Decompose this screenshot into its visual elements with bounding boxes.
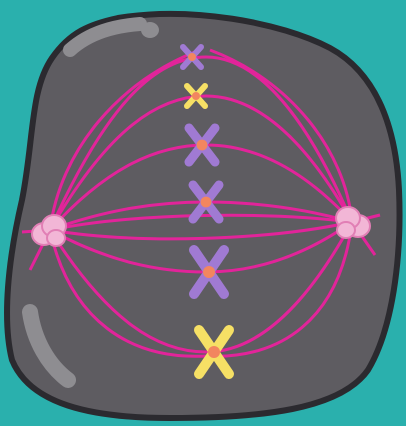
kinetochore: [201, 197, 212, 208]
centriole: [337, 222, 355, 238]
kinetochore: [203, 266, 215, 278]
kinetochore: [208, 346, 220, 358]
kinetochore: [197, 140, 208, 151]
centriole: [47, 230, 65, 246]
kinetochore: [192, 92, 200, 100]
cell-highlight-dot: [141, 22, 159, 38]
kinetochore: [188, 53, 196, 61]
